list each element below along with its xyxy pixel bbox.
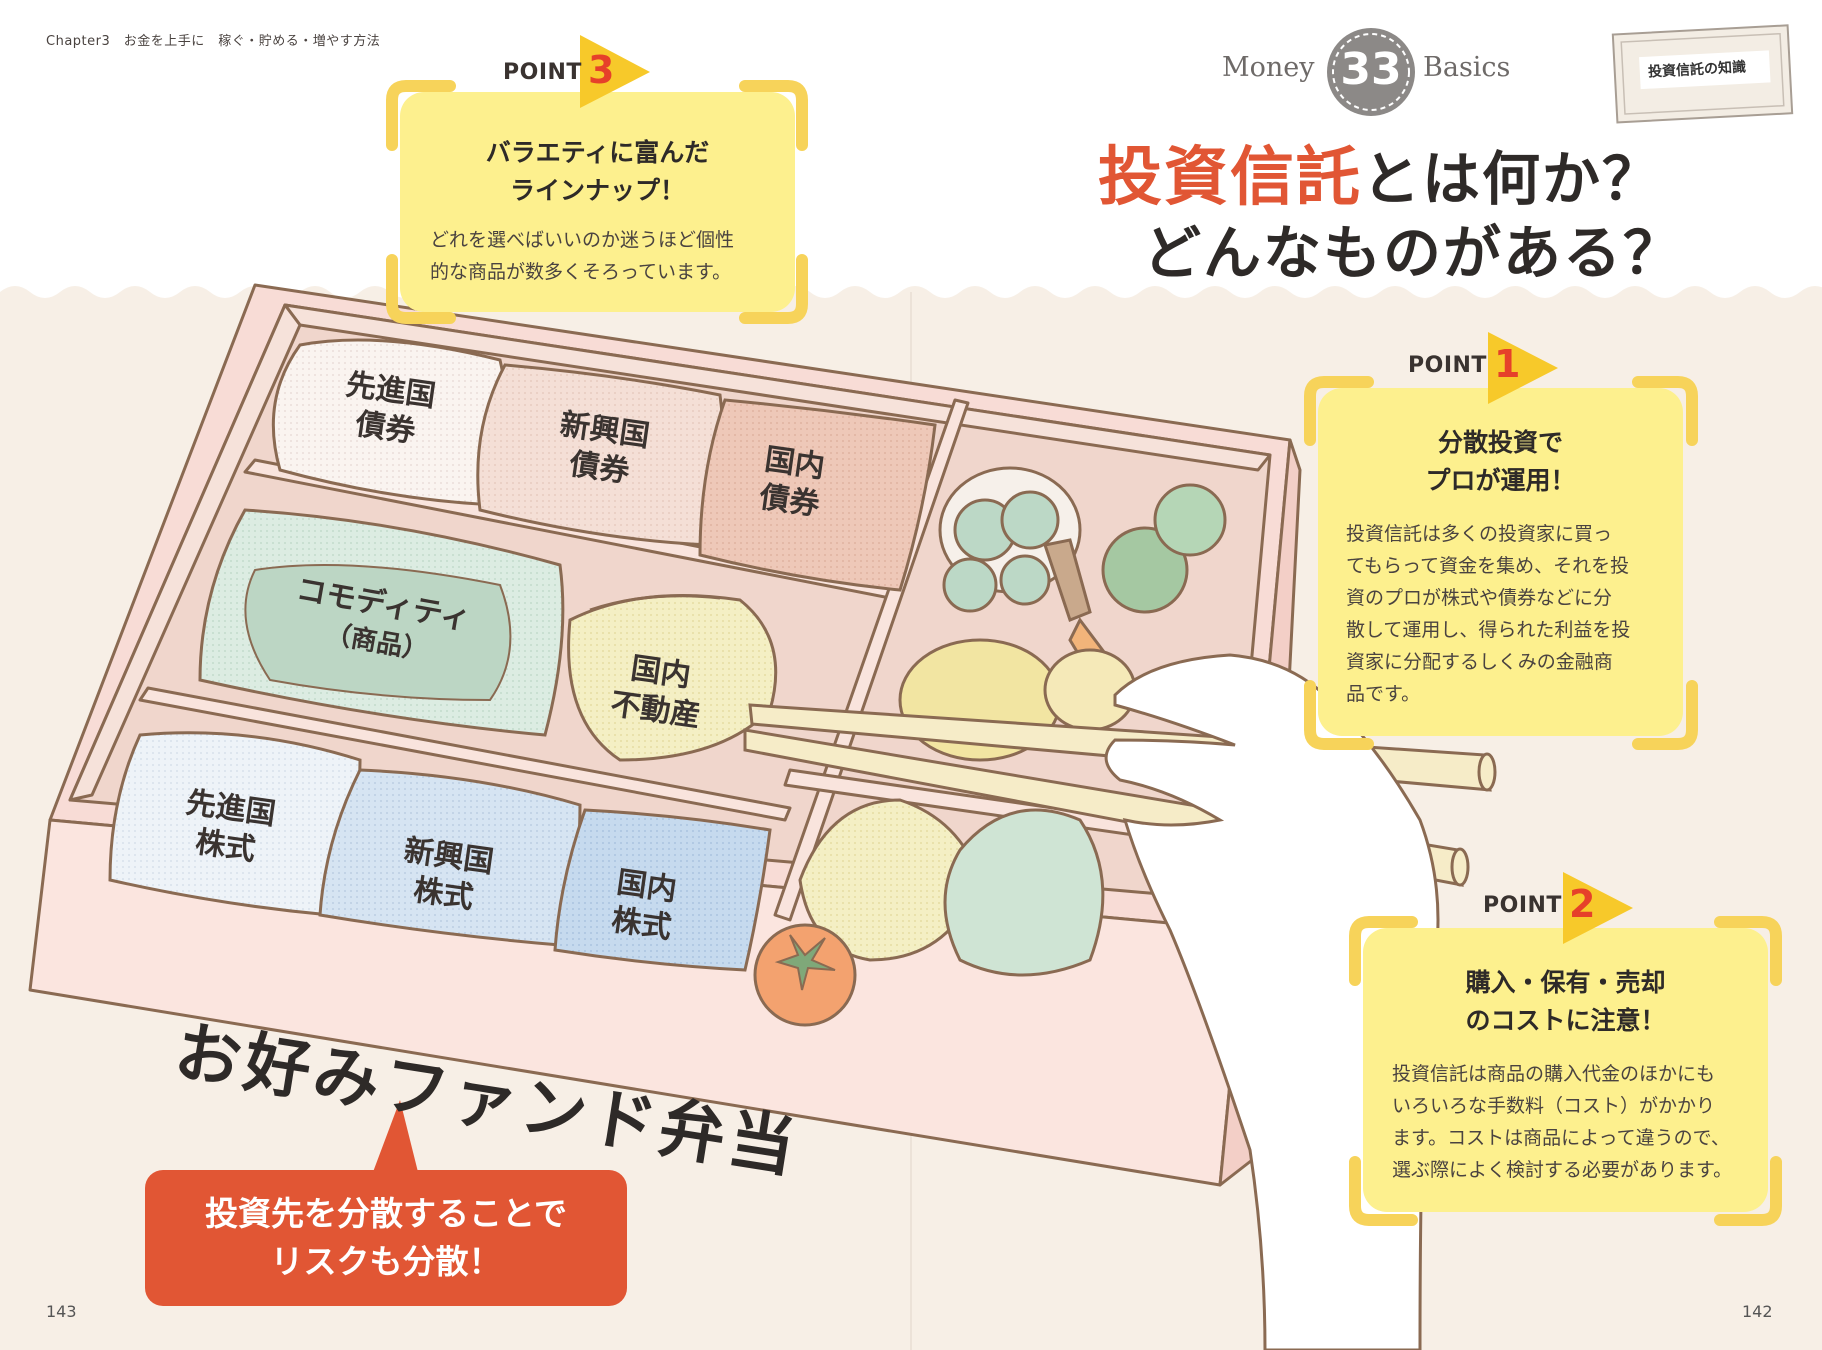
point2-card (1349, 872, 1782, 1226)
basics-label: Basics (1423, 52, 1511, 83)
point2-heading: 購入・保有・売却 のコストに注意！ (1465, 968, 1666, 1035)
rice-portions (108, 338, 937, 972)
point2-label: POINT (1483, 893, 1562, 918)
title-line1-rest: とは何か？ (1362, 145, 1663, 213)
point1-heading: 分散投資で プロが運用！ (1425, 428, 1576, 495)
side-dishes (753, 466, 1227, 1027)
point1-body: 投資信託は多くの投資家に買っ てもらって資金を集め、それを投 資のプロが株式や債… (1346, 523, 1631, 705)
folio-left: 143 (46, 1302, 77, 1321)
point3-card (386, 35, 808, 324)
callout-bubble (145, 1100, 627, 1306)
folio-right: 142 (1742, 1302, 1773, 1321)
point3-heading: バラエティに富んだ ラインナップ！ (485, 138, 710, 205)
point2-number: 2 (1569, 882, 1596, 926)
banknote-badge (1611, 24, 1794, 124)
point1-number: 1 (1494, 342, 1521, 386)
chapter-running-head: Chapter3 お金を上手に 稼ぐ・貯める・増やす方法 (46, 34, 381, 49)
point3-label: POINT (503, 60, 582, 85)
point3-number: 3 (588, 48, 615, 92)
money-33-circle (1327, 28, 1415, 116)
page-title-line2: どんなものがある？ (1143, 219, 1684, 287)
point1-card (1304, 332, 1698, 750)
point1-label: POINT (1408, 353, 1487, 378)
title-keyword: 投資信託 (1098, 141, 1362, 215)
page-title-line1: 投資信託とは何か？ (1098, 126, 1662, 218)
money-label: Money (1222, 52, 1315, 83)
point3-body: どれを選べばいいのか迷うほど個性 的な商品が数多くそろっています。 (430, 229, 735, 283)
point2-body: 投資信託は商品の購入代金のほかにも いろいろな手数料（コスト）がかかり ます。コ… (1392, 1063, 1733, 1181)
callout-text: 投資先を分散することで リスクも分散！ (204, 1194, 567, 1281)
money-number: 33 (1340, 44, 1402, 95)
